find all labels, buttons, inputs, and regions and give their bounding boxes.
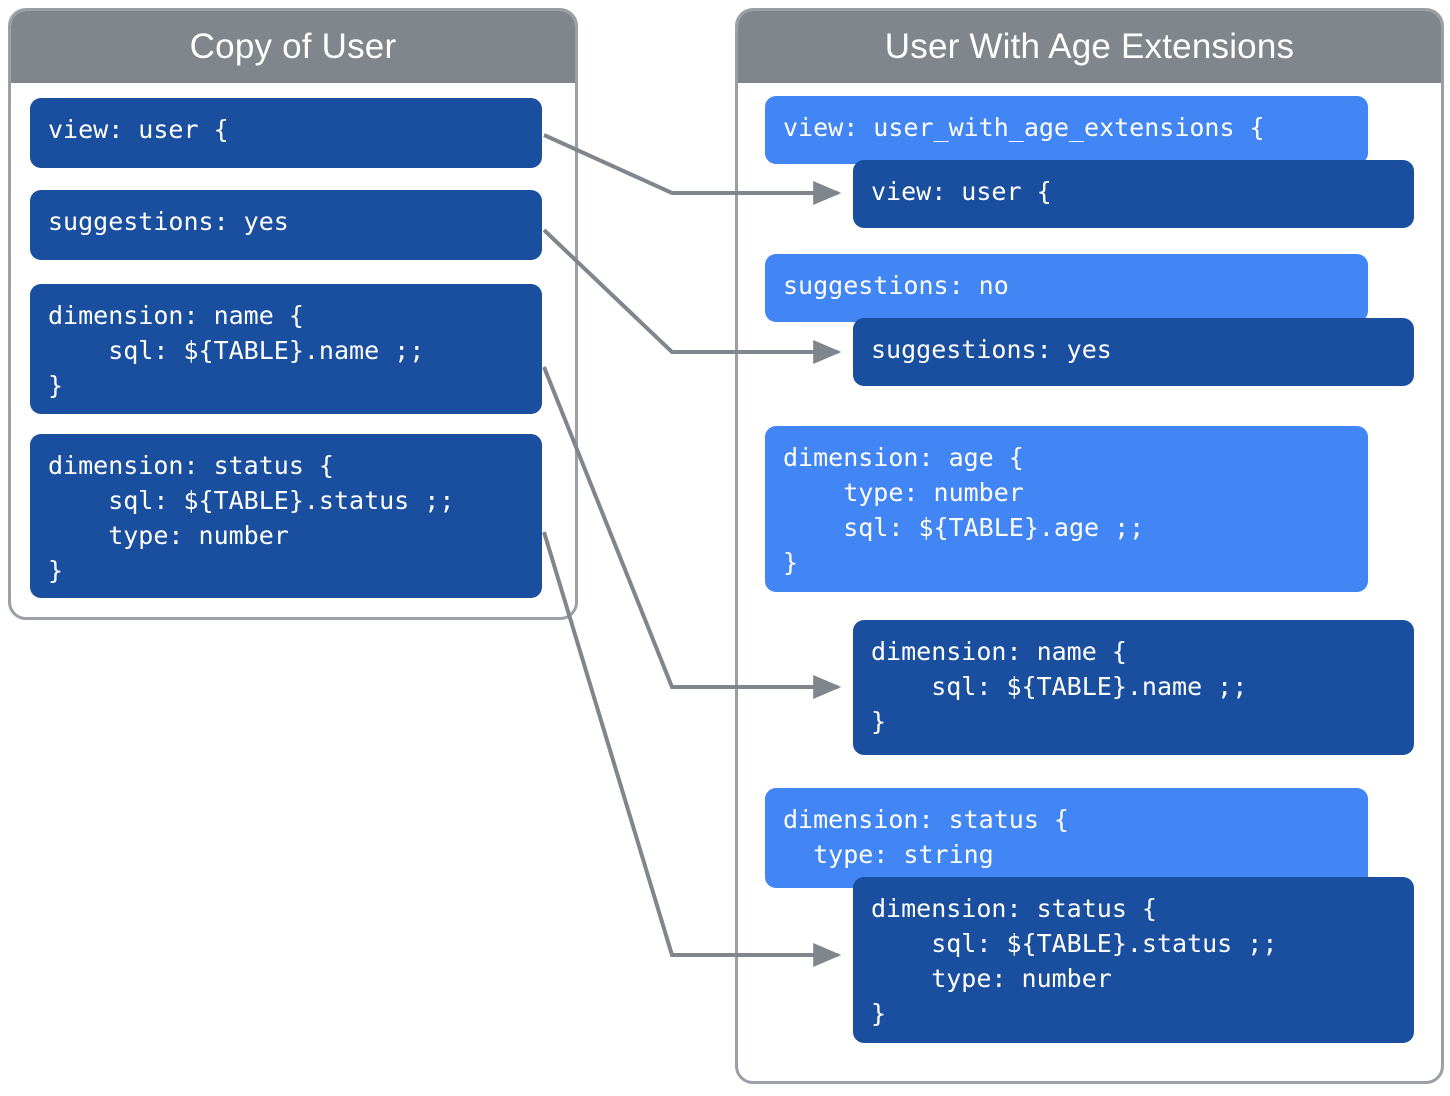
right-dimension-age: dimension: age { type: number sql: ${TAB…: [765, 426, 1368, 592]
left-view: view: user {: [30, 98, 542, 168]
right-view-extension: view: user_with_age_extensions {: [765, 96, 1368, 164]
right-dimension-status-light: dimension: status { type: string: [765, 788, 1368, 888]
right-view-user: view: user {: [853, 160, 1414, 228]
right-suggestions-yes: suggestions: yes: [853, 318, 1414, 386]
right-dimension-status-dark: dimension: status { sql: ${TABLE}.status…: [853, 877, 1414, 1043]
left-suggestions: suggestions: yes: [30, 190, 542, 260]
left-dimension-name: dimension: name { sql: ${TABLE}.name ;; …: [30, 284, 542, 414]
right-dimension-name: dimension: name { sql: ${TABLE}.name ;; …: [853, 620, 1414, 755]
left-dimension-status: dimension: status { sql: ${TABLE}.status…: [30, 434, 542, 598]
right-suggestions-no: suggestions: no: [765, 254, 1368, 322]
panel-right-title: User With Age Extensions: [738, 11, 1441, 83]
panel-left-title: Copy of User: [11, 11, 575, 83]
